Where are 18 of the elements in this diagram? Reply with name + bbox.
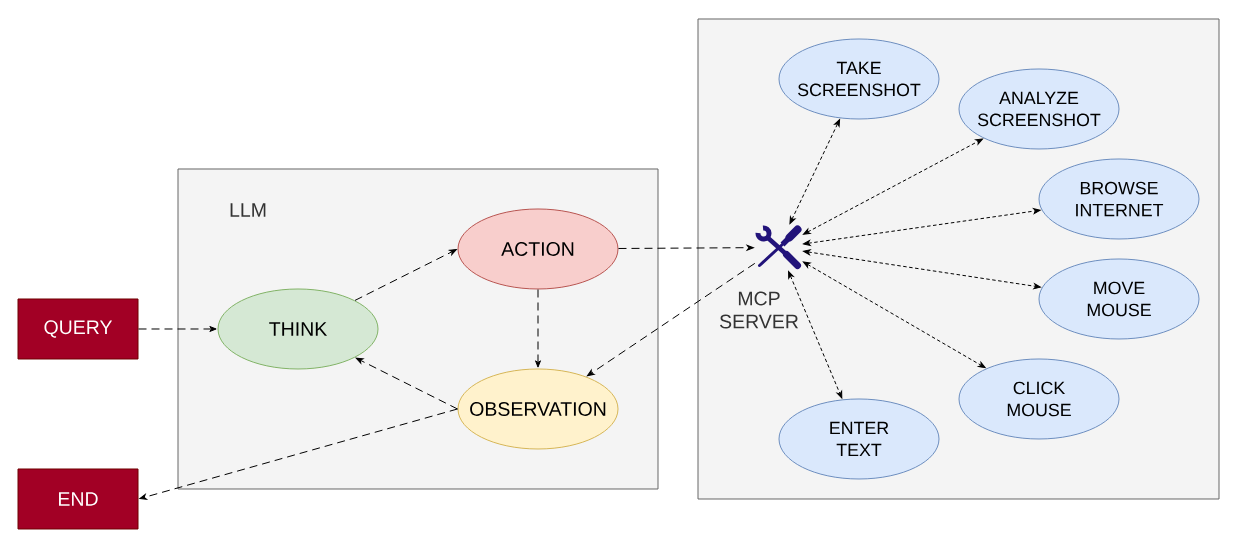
terminal-box: QUERY xyxy=(17,298,139,360)
double-arrow xyxy=(802,261,986,369)
arrow xyxy=(138,326,217,332)
container-label: LLM xyxy=(230,203,266,217)
arrow xyxy=(355,357,458,410)
double-arrow xyxy=(802,138,983,235)
arrow xyxy=(535,289,541,368)
double-arrow xyxy=(788,270,843,399)
double-arrow xyxy=(803,208,1041,246)
arrow xyxy=(139,408,458,500)
terminal-box: END xyxy=(17,468,139,530)
double-arrow xyxy=(803,249,1042,290)
double-arrow xyxy=(789,119,841,225)
arrow xyxy=(618,244,754,251)
icon-caption: MCP SERVER xyxy=(720,291,798,329)
tools-icon xyxy=(755,225,802,269)
arrow xyxy=(354,249,457,301)
arrow xyxy=(586,262,756,377)
